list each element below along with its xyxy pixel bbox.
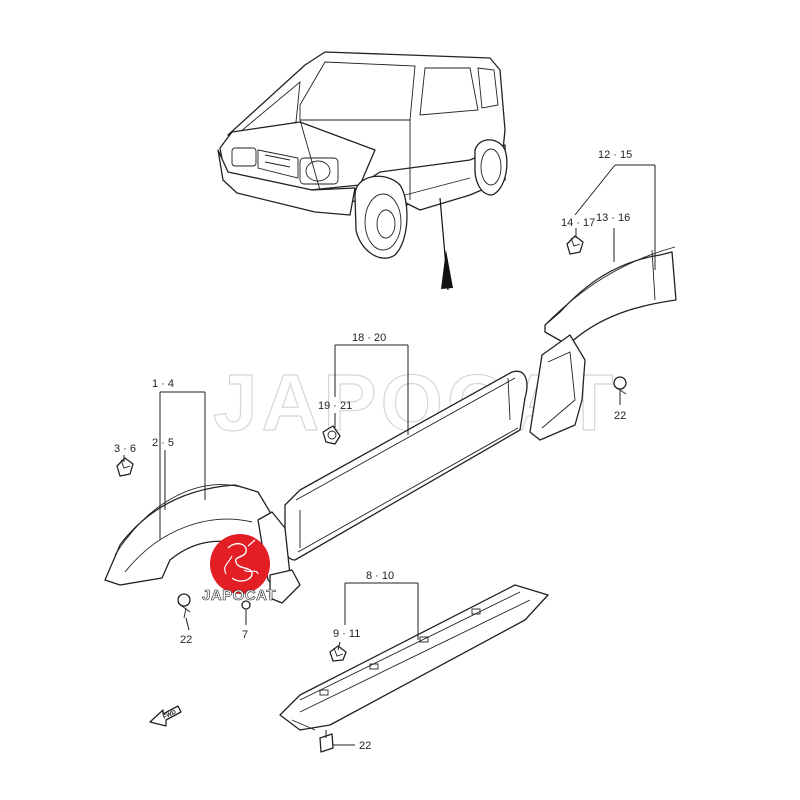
callout-14-17: 14 · 17 [561, 217, 595, 229]
callout-7: 7 [242, 629, 248, 641]
callout-22-front: 22 [180, 634, 192, 646]
vehicle-illustration [217, 51, 508, 291]
callout-19-21: 19 · 21 [318, 400, 352, 412]
callout-labels: 1 · 4 2 · 5 3 · 6 7 22 18 · 20 19 · 21 1… [114, 149, 632, 752]
fwd-arrow-icon: FWD [149, 705, 182, 727]
callout-2-5: 2 · 5 [152, 437, 174, 449]
callout-1-4: 1 · 4 [152, 378, 174, 390]
logo-text: JAPOCAT [202, 587, 276, 604]
callout-13-16: 13 · 16 [596, 212, 630, 224]
clip-fasteners [116, 235, 627, 753]
fwd-label: FWD [162, 709, 178, 720]
front-fender-arch [104, 484, 301, 604]
callout-9-11: 9 · 11 [333, 628, 360, 640]
japocat-logo: JAPOCAT [202, 534, 276, 604]
callout-22-sill: 22 [359, 740, 371, 752]
callout-12-15: 12 · 15 [598, 149, 632, 161]
side-sill [279, 584, 549, 731]
rear-fender-arch [529, 246, 677, 441]
callout-18-20: 18 · 20 [352, 332, 386, 344]
leader-lines [123, 164, 656, 746]
callout-3-6: 3 · 6 [114, 443, 136, 455]
callout-8-10: 8 · 10 [366, 570, 394, 582]
callout-22-rear: 22 [614, 410, 626, 422]
